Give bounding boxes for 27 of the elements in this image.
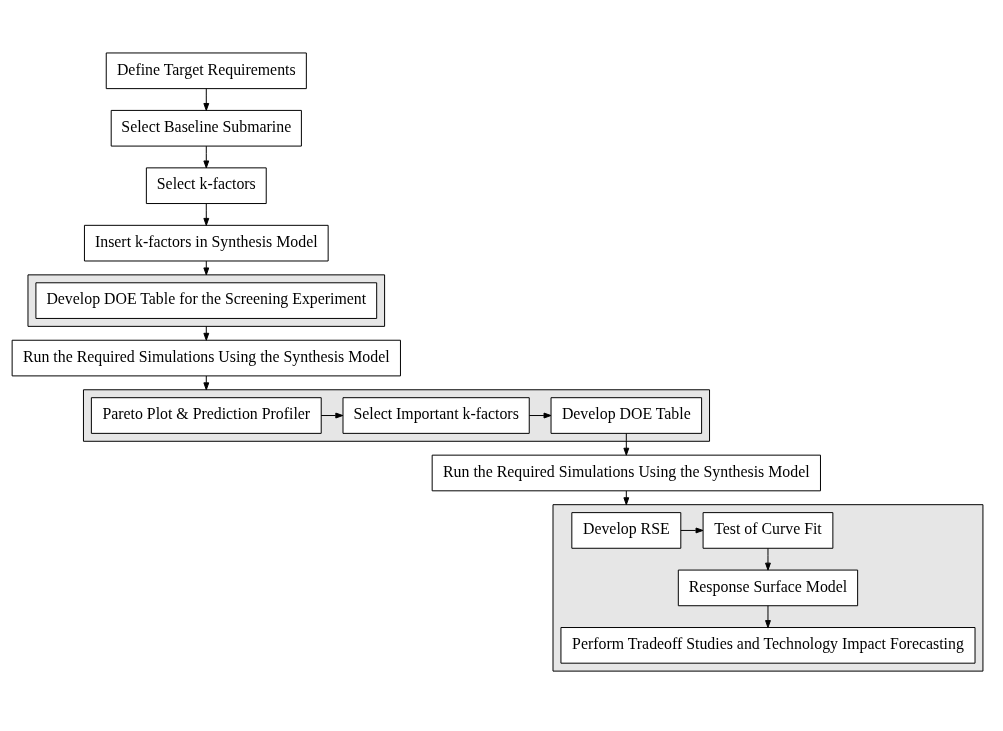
- node-box: Develop DOE Table for the Screening Experiment: [35, 281, 378, 319]
- node-box: Select Baseline Submarine: [110, 109, 302, 147]
- arrow: [765, 604, 771, 628]
- node-box: Insert k-factors in Synthesis Model: [83, 224, 329, 261]
- arrow: [680, 527, 704, 533]
- node-box: Perform Tradeoff Studies and Technology Impact Forecasting: [560, 626, 976, 664]
- cluster: [27, 273, 386, 327]
- cluster: [552, 503, 984, 672]
- arrow: [765, 547, 771, 571]
- arrow: [203, 87, 210, 111]
- cluster: [82, 388, 711, 442]
- arrow: [203, 202, 210, 226]
- node-box: Develop RSE: [571, 511, 682, 549]
- arrow: [203, 325, 210, 341]
- node-box: Define Target Requirements: [105, 51, 307, 89]
- arrow: [320, 412, 344, 418]
- node-box: Test of Curve Fit: [702, 511, 834, 549]
- node-box: Select Important k-factors: [342, 396, 530, 434]
- node-box: Pareto Plot & Prediction Profiler: [90, 396, 322, 434]
- arrow: [623, 432, 630, 456]
- arrow: [203, 145, 210, 168]
- node-box: Select k-factors: [145, 166, 267, 204]
- node-box: Run the Required Simulations Using the Synthesis Model: [431, 454, 821, 491]
- arrow: [528, 412, 552, 418]
- node-box: Run the Required Simulations Using the Synthesis Model: [11, 339, 401, 376]
- node-box: Develop DOE Table: [550, 396, 703, 434]
- node-box: Response Surface Model: [677, 569, 859, 606]
